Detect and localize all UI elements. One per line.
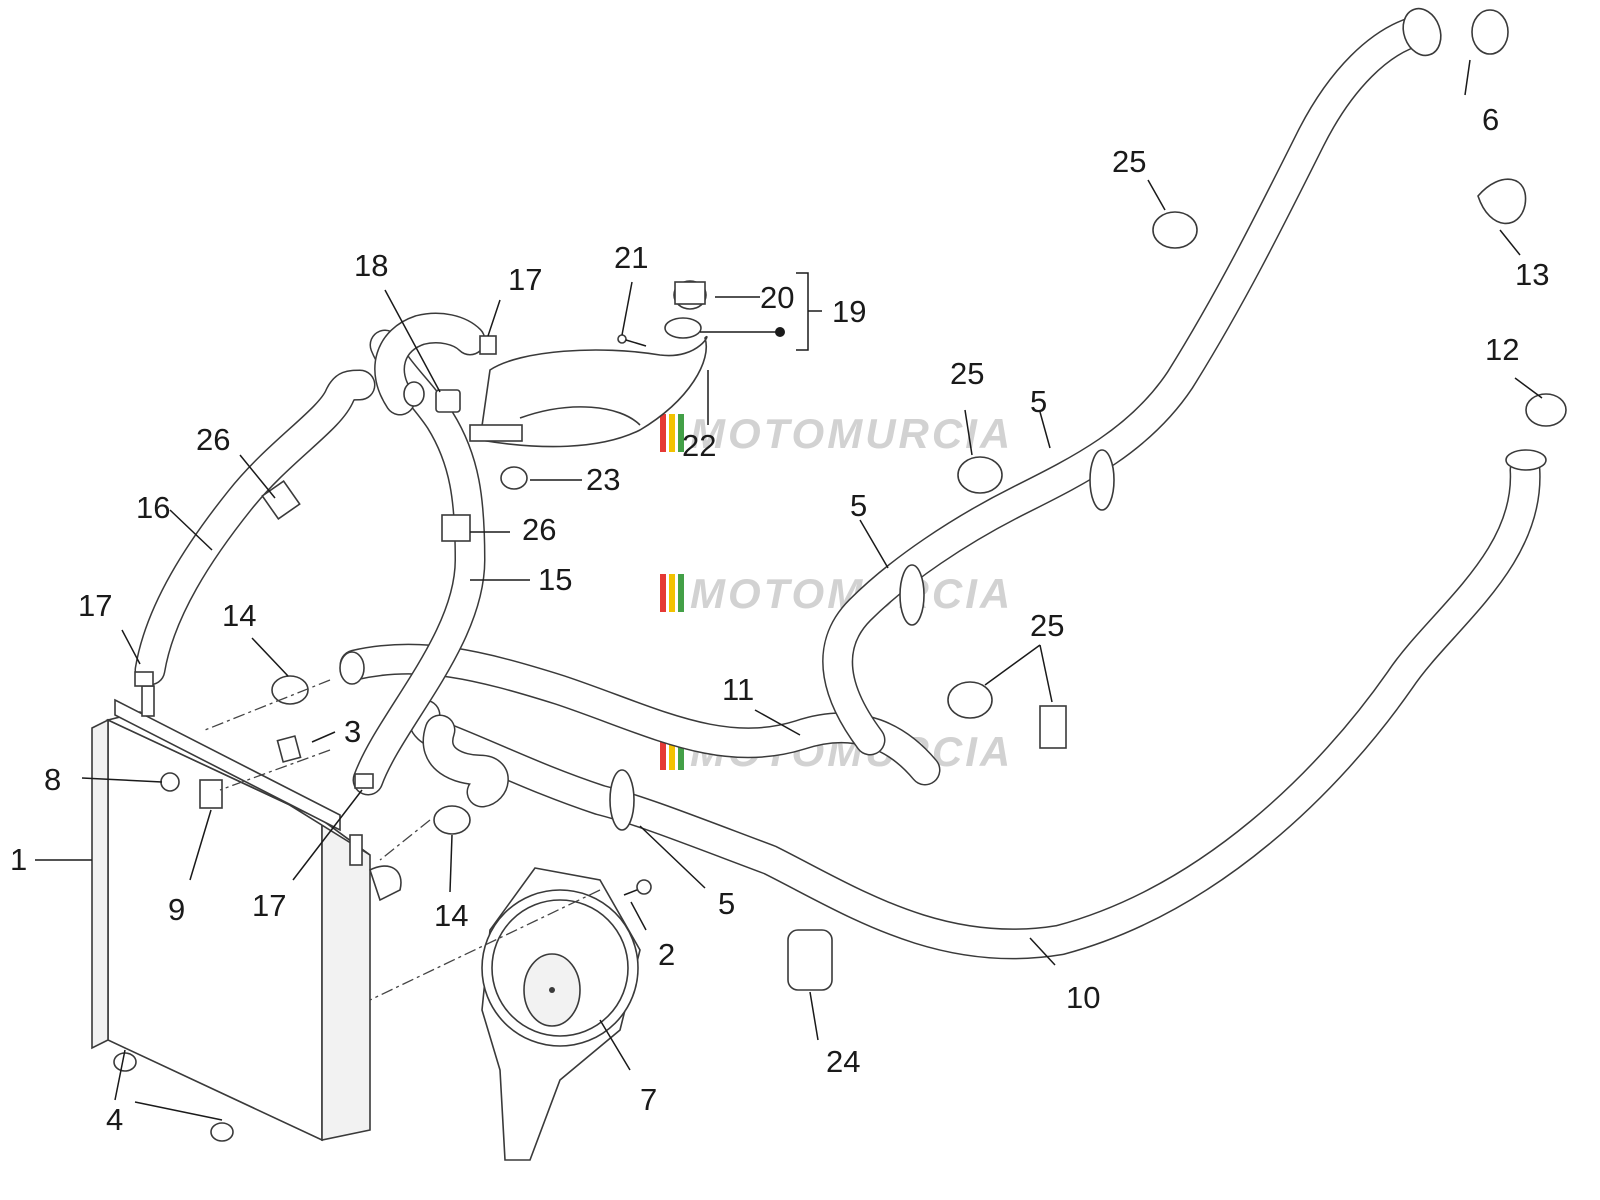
hose-upper bbox=[822, 7, 1442, 756]
callout-15: 15 bbox=[538, 562, 572, 597]
hose-16 bbox=[134, 369, 376, 686]
assembly-guide-lines bbox=[204, 679, 601, 1001]
callout-19: 19 bbox=[832, 294, 866, 329]
callout-5-lower: 5 bbox=[718, 886, 735, 921]
callout-17-left: 17 bbox=[78, 588, 112, 623]
callout-10: 10 bbox=[1066, 980, 1100, 1015]
callout-11: 11 bbox=[722, 672, 754, 707]
callout-25-middle: 25 bbox=[950, 356, 984, 391]
callout-25-top: 25 bbox=[1112, 144, 1146, 179]
grommets-4 bbox=[113, 1052, 234, 1142]
clamp-25-lower-b bbox=[1039, 705, 1067, 749]
clamp-25-lower-a bbox=[947, 681, 993, 719]
clip-17-right bbox=[354, 773, 374, 789]
callout-12: 12 bbox=[1485, 332, 1519, 367]
callout-16: 16 bbox=[136, 490, 170, 525]
watermark-text: MOTOMURCIA bbox=[690, 410, 1013, 457]
clamp-5-lower bbox=[609, 769, 635, 831]
bracket-24 bbox=[787, 929, 833, 991]
screw-2 bbox=[623, 879, 652, 896]
callout-14-upper: 14 bbox=[222, 598, 256, 633]
callout-1: 1 bbox=[10, 842, 27, 877]
callout-5-upper: 5 bbox=[1030, 384, 1047, 419]
watermark-middle: MOTOMURCIA bbox=[660, 570, 1010, 617]
hose-elbow bbox=[422, 714, 509, 808]
leader-lines bbox=[35, 59, 1543, 1121]
connector-17-upper bbox=[479, 335, 497, 355]
callout-13: 13 bbox=[1515, 257, 1549, 292]
hose-clip-26-left bbox=[261, 479, 301, 521]
hose-reservoir-loop bbox=[374, 312, 486, 416]
clamp-14-upper bbox=[271, 675, 309, 705]
bracket-3 bbox=[276, 735, 302, 763]
callout-17-lower: 17 bbox=[252, 888, 286, 923]
clamp-25-middle bbox=[957, 456, 1003, 494]
watermark-top: MOTOMURCIA bbox=[660, 410, 1013, 457]
callout-21: 21 bbox=[614, 240, 648, 275]
callout-labels: 1 2 3 4 5 5 5 6 7 8 9 10 11 12 13 14 14 … bbox=[10, 102, 1549, 1137]
callout-22: 22 bbox=[682, 428, 716, 463]
callout-20: 20 bbox=[760, 280, 794, 315]
callout-4: 4 bbox=[106, 1102, 123, 1137]
expansion-tank bbox=[469, 335, 708, 448]
callout-26-left: 26 bbox=[196, 422, 230, 457]
screw-8 bbox=[160, 772, 180, 792]
nut-18 bbox=[435, 389, 461, 413]
filler-neck-assembly bbox=[664, 280, 707, 339]
clamp-5-middle bbox=[899, 564, 925, 626]
callout-9: 9 bbox=[168, 892, 185, 927]
callout-5-middle: 5 bbox=[850, 488, 867, 523]
screw-21 bbox=[617, 334, 647, 347]
callout-7: 7 bbox=[640, 1082, 657, 1117]
callout-17-upper: 17 bbox=[508, 262, 542, 297]
callout-24: 24 bbox=[826, 1044, 860, 1079]
callout-25-lower: 25 bbox=[1030, 608, 1064, 643]
callout-3: 3 bbox=[344, 714, 361, 749]
cooling-fan bbox=[481, 867, 641, 1161]
callout-26-right: 26 bbox=[522, 512, 556, 547]
callout-8: 8 bbox=[44, 762, 61, 797]
hose-12-end bbox=[1505, 449, 1547, 471]
callout-2: 2 bbox=[658, 937, 675, 972]
clip-17-left bbox=[134, 671, 154, 687]
radiator bbox=[91, 685, 402, 1142]
clamp-13 bbox=[1477, 178, 1527, 225]
callout-18: 18 bbox=[354, 248, 388, 283]
callout-23: 23 bbox=[586, 462, 620, 497]
clamp-12 bbox=[1525, 393, 1567, 427]
callout-6: 6 bbox=[1482, 102, 1499, 137]
clamp-6 bbox=[1471, 9, 1509, 55]
clip-9 bbox=[199, 779, 223, 809]
callout-14-lower: 14 bbox=[434, 898, 468, 933]
grommet-23 bbox=[500, 466, 528, 490]
clamp-5-upper bbox=[1089, 449, 1115, 511]
hose-clip-26-right bbox=[441, 514, 471, 542]
clamp-25-top bbox=[1152, 211, 1198, 249]
clamp-14-lower bbox=[433, 805, 471, 835]
